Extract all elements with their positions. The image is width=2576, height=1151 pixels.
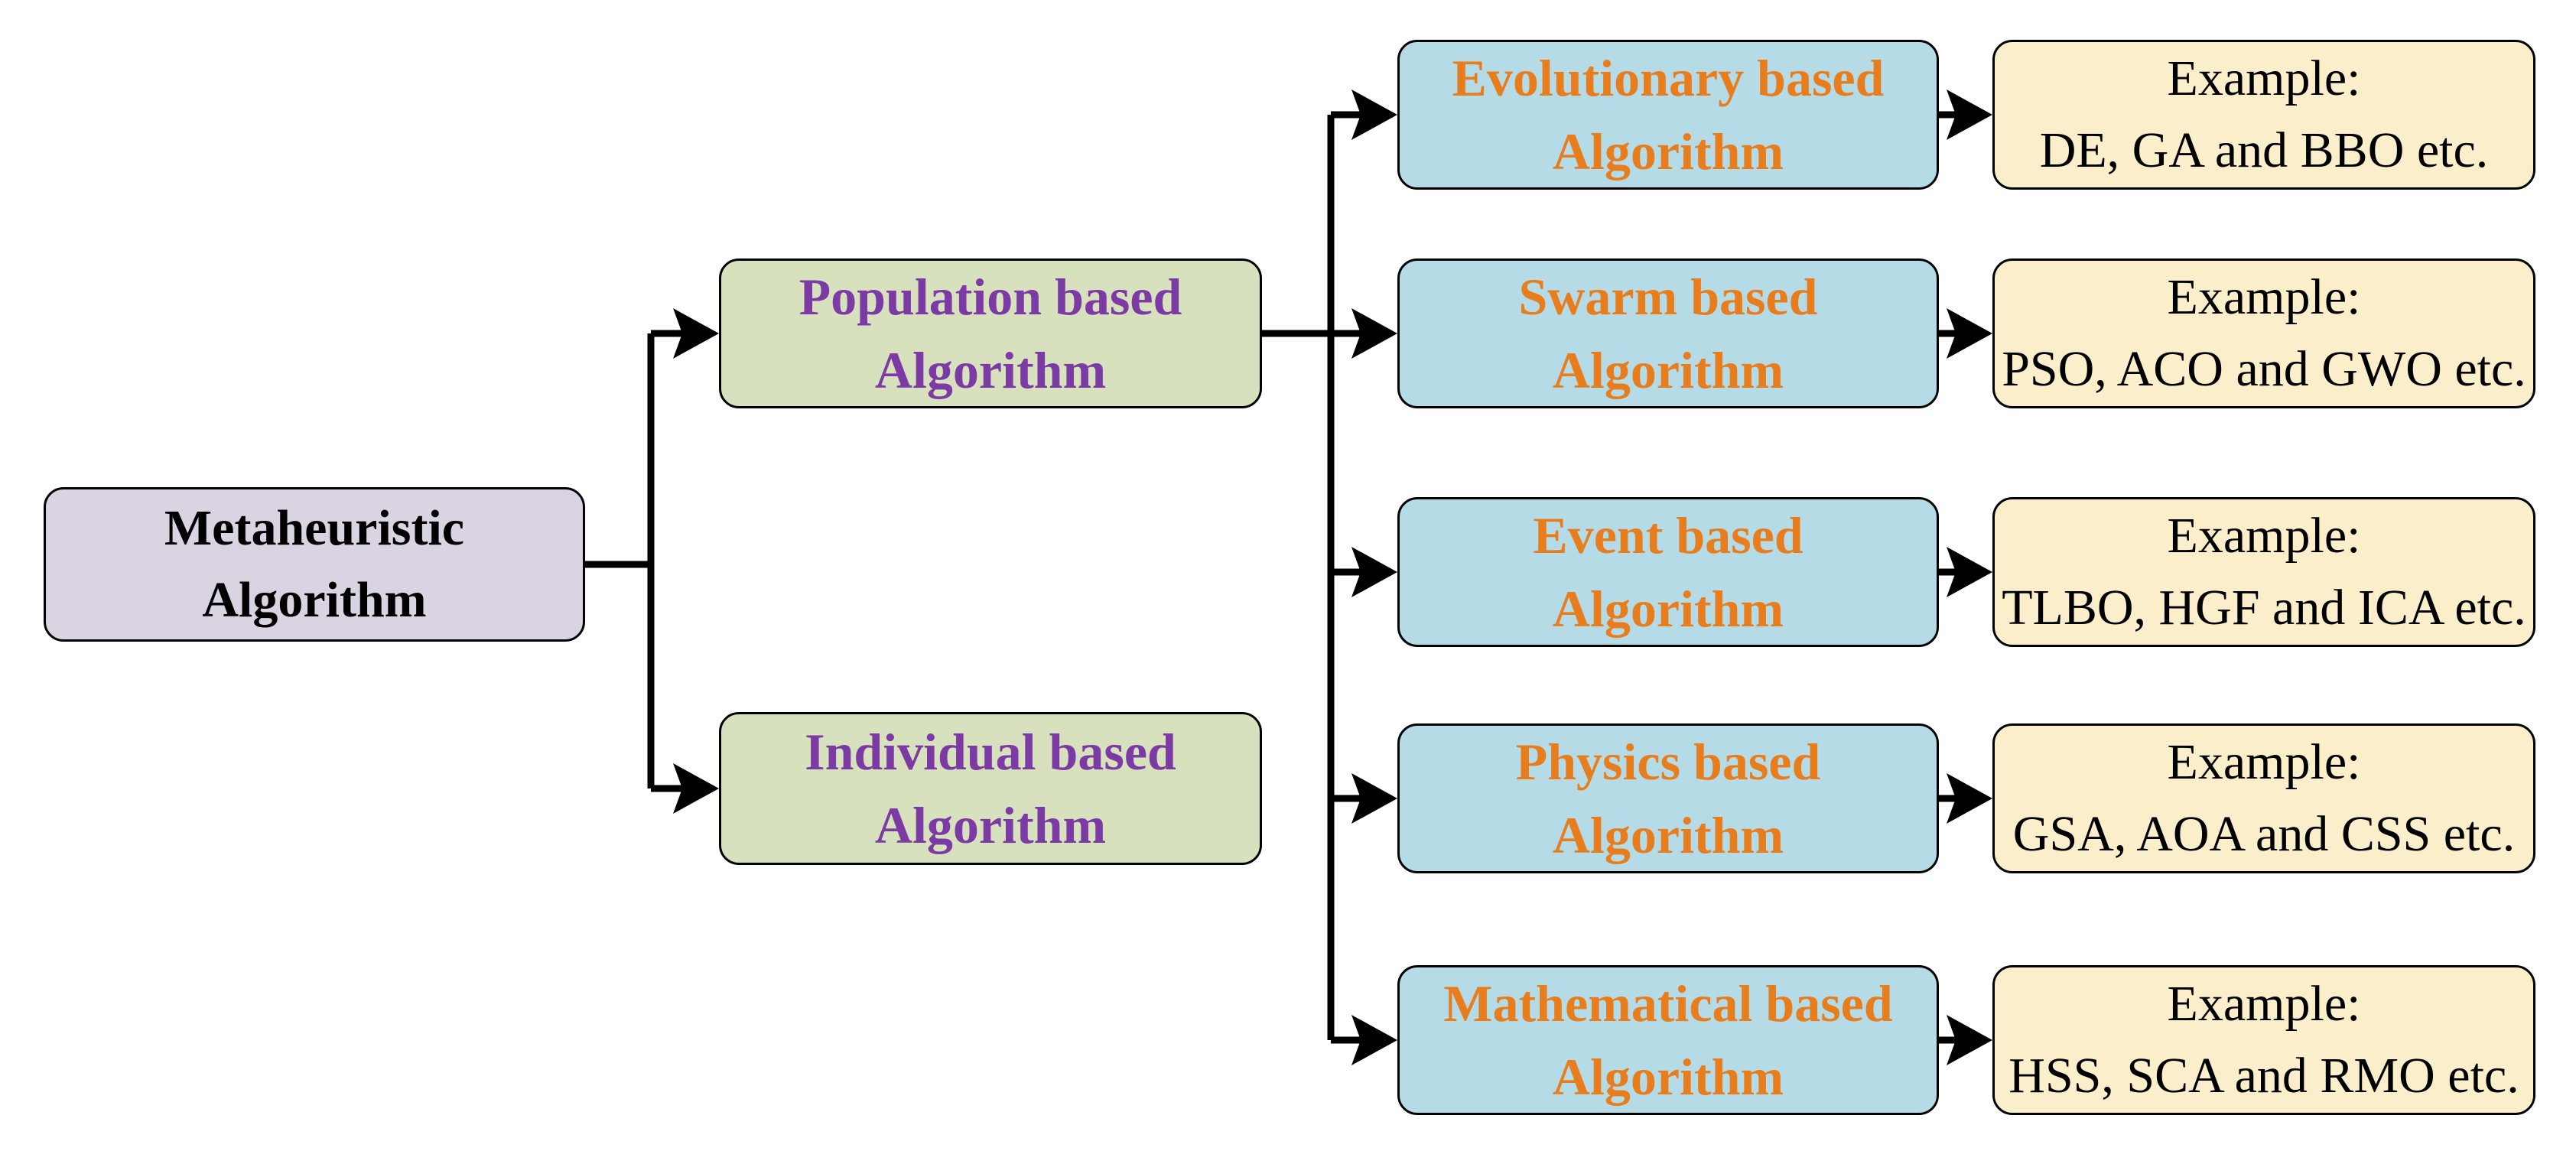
example-title: Example: — [2167, 50, 2361, 106]
arrowhead-example-2 — [1947, 308, 1992, 359]
arrowhead-example-3 — [1947, 547, 1992, 597]
arrowhead-individual — [673, 763, 719, 814]
arrowhead-example-4 — [1947, 773, 1992, 824]
box-label-line1: Metaheuristic — [164, 500, 465, 556]
example-items: HSS, SCA and RMO etc. — [2008, 1048, 2519, 1104]
box-label-line1: Population based — [798, 268, 1182, 326]
example-box-swarm: Example: PSO, ACO and GWO etc. — [1992, 258, 2535, 408]
box-label-line1: Individual based — [805, 723, 1176, 781]
box-label-line2: Algorithm — [1552, 580, 1784, 638]
box-label-line2: Algorithm — [874, 796, 1107, 854]
box-label-line2: Algorithm — [1552, 1048, 1784, 1106]
arrowheads — [673, 89, 1992, 1065]
box-label-line1: Physics based — [1515, 733, 1821, 791]
box-label-line2: Algorithm — [1552, 122, 1784, 180]
arrowhead-event — [1351, 547, 1397, 597]
example-items: TLBO, HGF and ICA etc. — [2002, 580, 2526, 636]
example-title: Example: — [2167, 976, 2361, 1032]
example-title: Example: — [2167, 508, 2361, 564]
arrowhead-population — [673, 308, 719, 359]
example-box-physics: Example: GSA, AOA and CSS etc. — [1992, 723, 2535, 873]
box-label-line1: Swarm based — [1518, 268, 1818, 326]
example-items: GSA, AOA and CSS etc. — [2012, 806, 2516, 862]
connector-lines — [585, 111, 1956, 1044]
box-physics-based: Physics based Algorithm — [1397, 723, 1939, 873]
arrowhead-evolutionary — [1351, 89, 1397, 140]
box-label-line2: Algorithm — [1552, 341, 1784, 399]
box-individual-based: Individual based Algorithm — [719, 712, 1262, 865]
arrowhead-example-1 — [1947, 89, 1992, 140]
box-population-based: Population based Algorithm — [719, 258, 1262, 408]
box-metaheuristic-algorithm: Metaheuristic Algorithm — [44, 487, 585, 642]
arrowhead-example-5 — [1947, 1015, 1992, 1065]
arrowhead-swarm — [1351, 308, 1397, 359]
example-box-mathematical: Example: HSS, SCA and RMO etc. — [1992, 965, 2535, 1115]
arrowhead-physics — [1351, 773, 1397, 824]
box-label-line2: Algorithm — [1552, 806, 1784, 864]
box-label-line1: Event based — [1533, 506, 1804, 564]
box-swarm-based: Swarm based Algorithm — [1397, 258, 1939, 408]
box-mathematical-based: Mathematical based Algorithm — [1397, 965, 1939, 1115]
example-box-event: Example: TLBO, HGF and ICA etc. — [1992, 497, 2535, 647]
box-label-line1: Evolutionary based — [1452, 49, 1885, 107]
box-label-line2: Algorithm — [202, 572, 427, 628]
example-title: Example: — [2167, 269, 2361, 325]
example-items: DE, GA and BBO etc. — [2039, 122, 2489, 178]
example-items: PSO, ACO and GWO etc. — [2002, 341, 2526, 397]
box-event-based: Event based Algorithm — [1397, 497, 1939, 647]
box-evolutionary-based: Evolutionary based Algorithm — [1397, 40, 1939, 190]
box-label-line2: Algorithm — [874, 341, 1107, 399]
box-label-line1: Mathematical based — [1443, 974, 1893, 1032]
arrowhead-mathematical — [1351, 1015, 1397, 1065]
example-box-evolutionary: Example: DE, GA and BBO etc. — [1992, 40, 2535, 190]
example-title: Example: — [2167, 734, 2361, 790]
